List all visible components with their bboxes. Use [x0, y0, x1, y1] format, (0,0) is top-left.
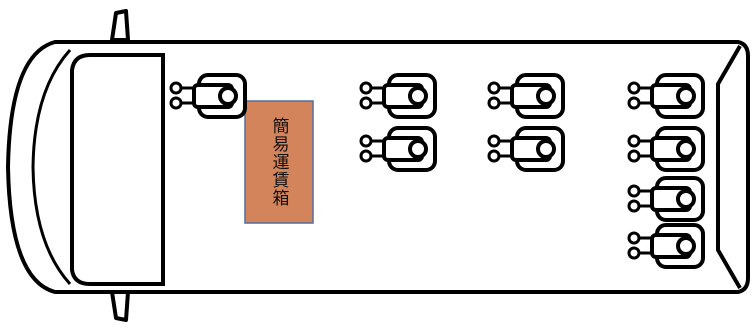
side-mirror-top	[110, 9, 130, 42]
fare-box	[244, 100, 314, 224]
dashboard	[70, 53, 165, 286]
rear-pillar	[716, 44, 742, 290]
side-mirror-bottom	[110, 290, 130, 322]
front-cabin-contour	[31, 48, 72, 286]
